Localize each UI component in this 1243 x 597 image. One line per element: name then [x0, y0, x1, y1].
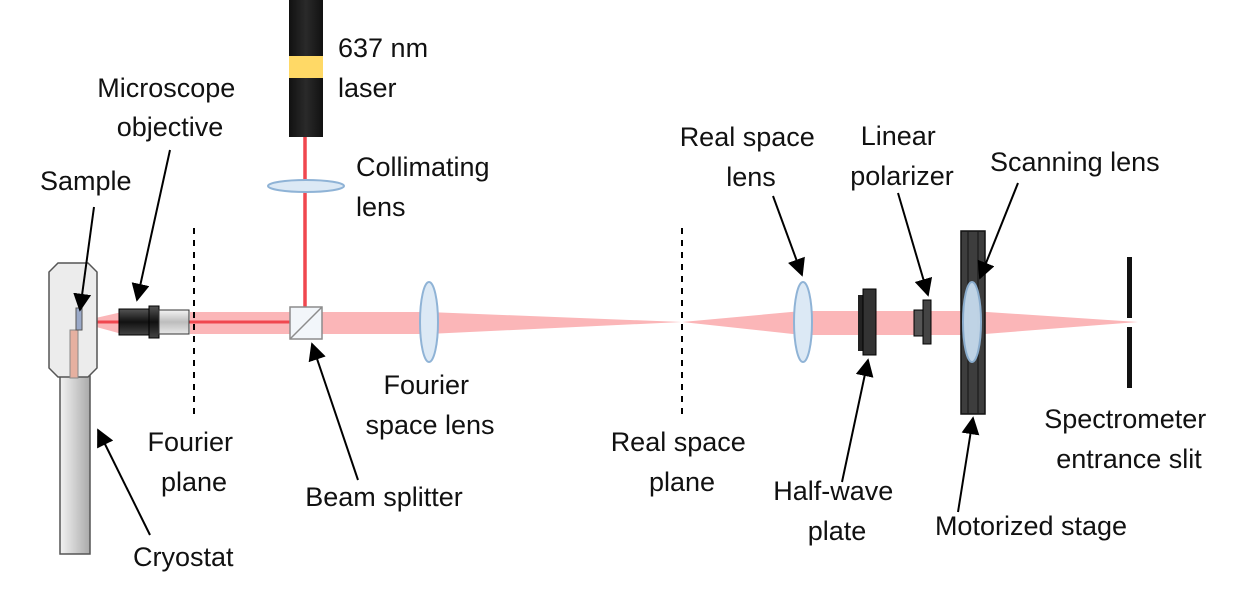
fourier-space-lens	[419, 281, 439, 363]
pointer-arrows	[73, 149, 1019, 536]
label-scanning-lens: Scanning lens	[990, 147, 1160, 177]
arrow-sample	[73, 206, 95, 312]
beam-converging	[428, 312, 682, 334]
sample-holder	[69, 329, 79, 379]
label-fourier-plane: Fourier plane	[147, 427, 240, 497]
laser	[289, 0, 323, 137]
linear-polarizer	[913, 299, 932, 345]
half-wave-plate	[858, 288, 877, 356]
label-cryostat: Cryostat	[133, 542, 234, 572]
real-space-lens	[793, 281, 813, 363]
label-real-space-lens: Real space lens	[680, 122, 823, 192]
spectrometer-slit	[1127, 257, 1132, 388]
sample	[75, 307, 83, 331]
label-beam-splitter: Beam splitter	[305, 482, 463, 512]
arrow-objective	[131, 149, 171, 302]
scanning-lens	[962, 281, 982, 363]
arrow-scanning-lens	[977, 182, 1019, 280]
arrow-real-space-lens	[772, 195, 805, 277]
label-real-space-plane: Real space plane	[611, 427, 754, 497]
arrow-beam-splitter	[308, 342, 359, 481]
arrow-half-wave-plate	[841, 358, 874, 483]
cryostat-column	[59, 375, 91, 555]
beam-diverging	[682, 311, 802, 335]
label-fourier-space-lens: Fourier space lens	[365, 370, 494, 440]
label-sample: Sample	[40, 166, 132, 196]
arrow-cryostat	[97, 428, 151, 536]
arrow-linear-polarizer	[897, 192, 933, 297]
label-motorized-stage: Motorized stage	[935, 511, 1127, 541]
collimating-lens	[267, 179, 345, 193]
cryostat-head	[48, 262, 98, 378]
laser-band	[289, 56, 323, 78]
label-microscope-objective: Microscope objective	[97, 73, 243, 142]
label-spectrometer-slit: Spectrometer entrance slit	[1044, 404, 1214, 474]
label-linear-polarizer: Linear polarizer	[850, 121, 954, 191]
beam-collimated	[802, 311, 972, 335]
beam-splitter	[289, 306, 323, 340]
label-half-wave-plate: Half-wave plate	[773, 476, 901, 546]
label-collimating-lens: Collimating lens	[356, 152, 497, 222]
microscope-objective	[118, 305, 190, 339]
arrow-motorized-stage	[957, 416, 980, 513]
cryostat	[48, 262, 98, 555]
beam-to-slit	[972, 311, 1138, 335]
laser-beam	[78, 137, 307, 324]
label-laser: 637 nm laser	[338, 33, 436, 103]
